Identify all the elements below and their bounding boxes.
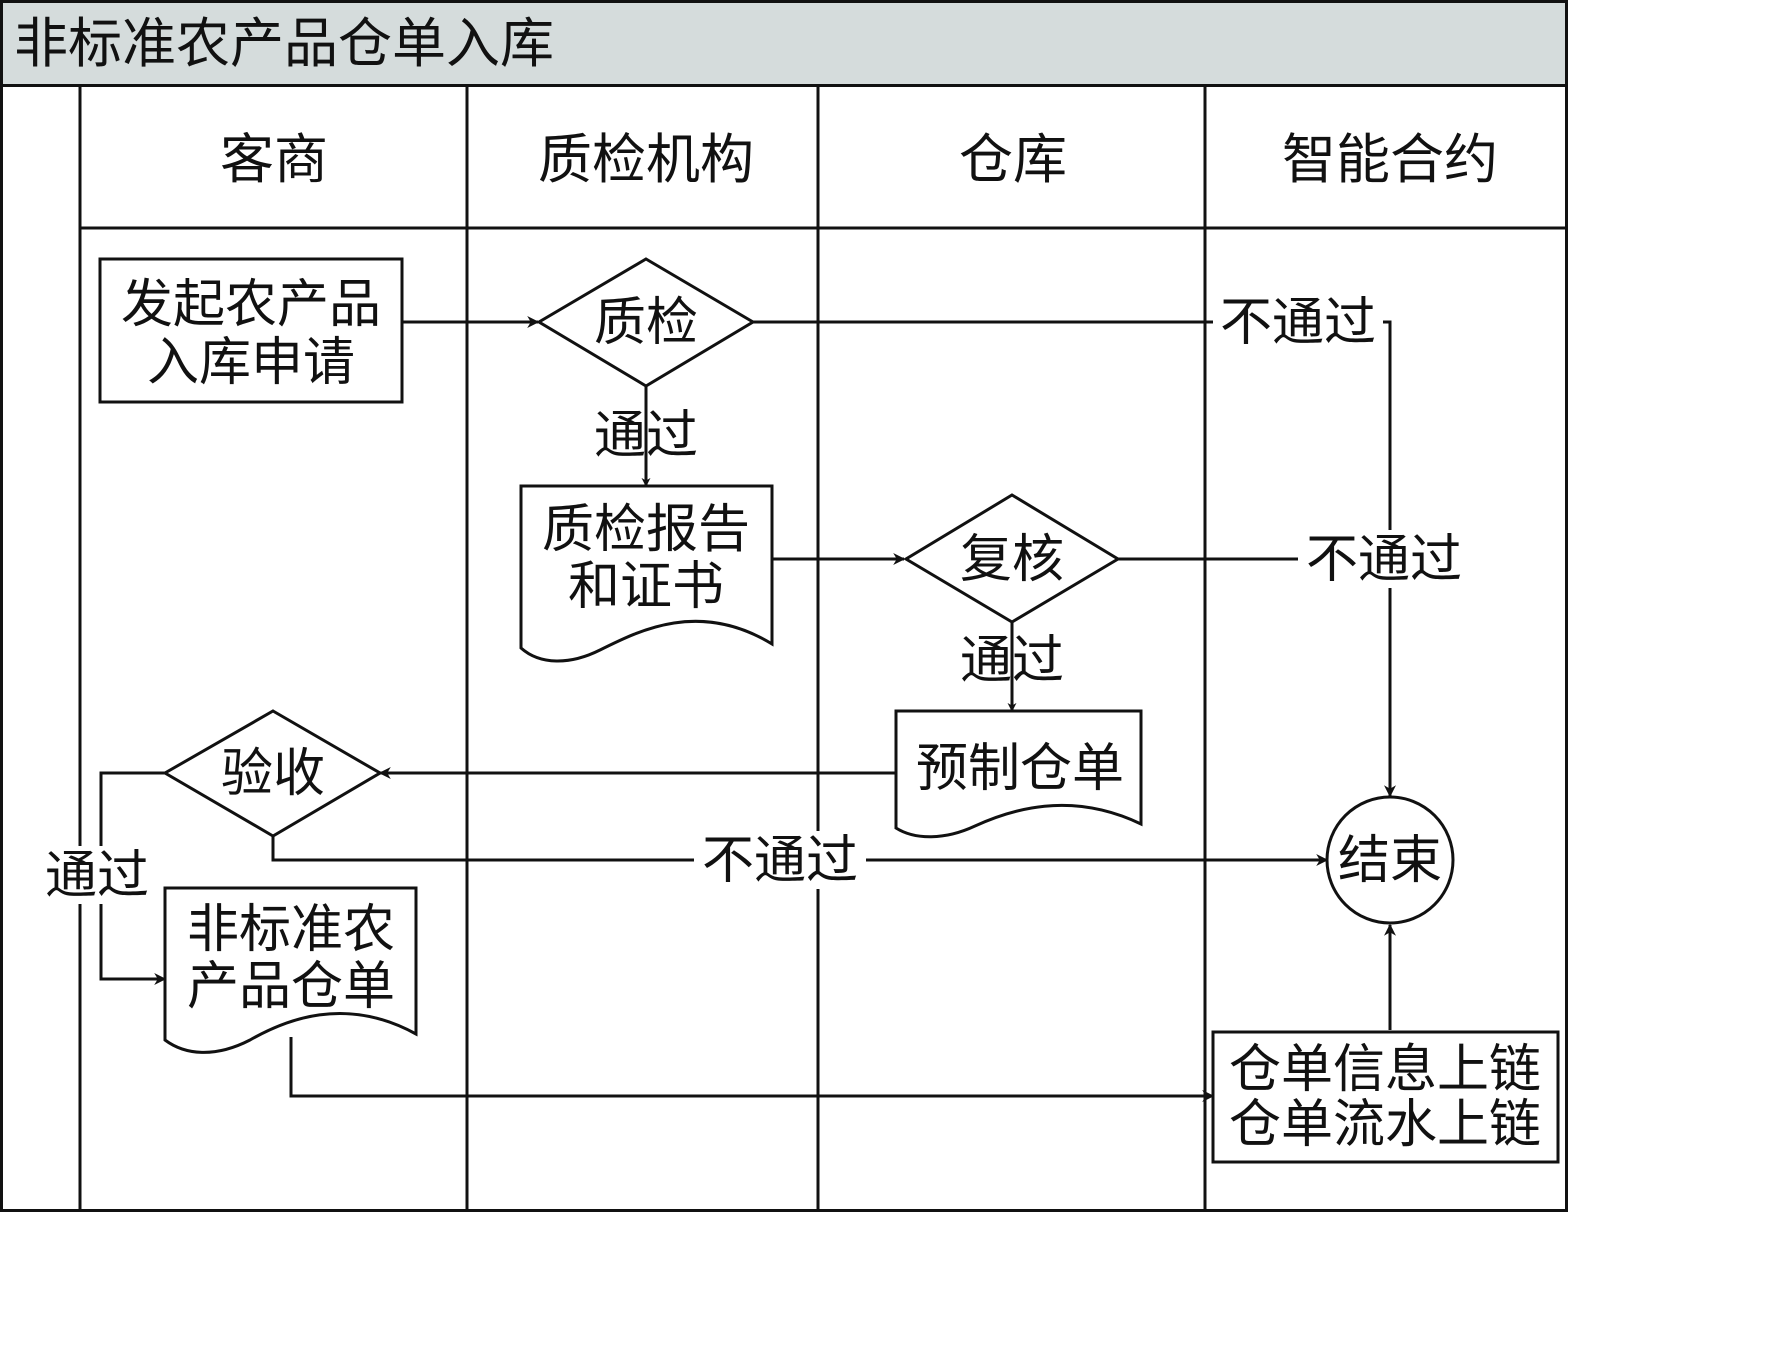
edge-warrant-to-onchain xyxy=(289,1037,1215,1102)
document-shape xyxy=(163,886,418,1054)
label-mask xyxy=(694,831,866,889)
node-recheck: 复核 xyxy=(903,493,1121,624)
node-onchain: 仓单信息上链 仓单流水上链 xyxy=(1211,1030,1560,1164)
document-shape xyxy=(519,484,774,663)
lane-header-warehouse: 仓库 xyxy=(959,128,1067,191)
edge-labels: 不通过 通过 不通过 通过 不通过 通过 xyxy=(40,293,1470,906)
node-accept-label: 验收 xyxy=(221,744,325,804)
node-onchain-line1: 仓单信息上链 xyxy=(1229,1040,1541,1100)
decision-diamond xyxy=(536,257,756,388)
outer-frame xyxy=(0,84,1568,1212)
node-report: 质检报告 和证书 xyxy=(519,484,774,663)
node-end-label: 结束 xyxy=(1338,831,1442,891)
label-qc-pass: 通过 xyxy=(594,406,698,466)
decision-diamond xyxy=(162,709,383,838)
node-qc: 质检 xyxy=(536,257,756,388)
terminal-circle xyxy=(1325,795,1455,925)
label-accept-pass: 通过 xyxy=(45,846,149,906)
node-prewarrant: 预制仓单 xyxy=(894,709,1143,839)
document-shape xyxy=(894,709,1143,839)
node-prewarrant-label: 预制仓单 xyxy=(916,739,1124,799)
node-end: 结束 xyxy=(1325,795,1455,925)
label-mask xyxy=(1213,294,1383,352)
node-warrant-line1: 非标准农 xyxy=(187,900,395,960)
node-onchain-line2: 仓单流水上链 xyxy=(1229,1095,1541,1155)
swimlane-grid xyxy=(78,86,1566,1210)
lane-header-inspection-agency: 质检机构 xyxy=(538,128,754,191)
lane-header-merchant: 客商 xyxy=(220,128,328,191)
label-mask xyxy=(1298,530,1470,588)
node-warrant: 非标准农 产品仓单 xyxy=(163,886,418,1054)
edge-qc-fail xyxy=(752,320,1396,798)
node-report-line2: 和证书 xyxy=(568,557,724,617)
process-box xyxy=(1211,1030,1560,1164)
label-recheck-fail: 不通过 xyxy=(1306,530,1462,590)
diagram-title: 非标准农产品仓单入库 xyxy=(14,12,554,75)
label-recheck-pass: 通过 xyxy=(960,631,1064,691)
node-accept: 验收 xyxy=(162,709,383,838)
decision-diamond xyxy=(903,493,1121,624)
process-box xyxy=(98,257,404,404)
node-apply-line1: 发起农产品 xyxy=(121,275,381,335)
flowchart-svg: 非标准农产品仓单入库 客商 质检机构 仓库 智能合约 xyxy=(0,0,1568,1212)
edge-accept-fail xyxy=(271,836,1329,866)
lane-header-smart-contract: 智能合约 xyxy=(1282,128,1498,191)
connectors xyxy=(99,316,1396,1102)
node-apply-line2: 入库申请 xyxy=(147,333,355,393)
node-recheck-label: 复核 xyxy=(960,530,1064,590)
node-report-line1: 质检报告 xyxy=(542,500,750,560)
diagram-canvas: 非标准农产品仓单入库 客商 质检机构 仓库 智能合约 xyxy=(0,0,1568,1212)
node-warrant-line2: 产品仓单 xyxy=(187,957,395,1017)
label-accept-fail: 不通过 xyxy=(702,831,858,891)
title-bar xyxy=(0,0,1568,87)
node-apply: 发起农产品 入库申请 xyxy=(98,257,404,404)
node-qc-label: 质检 xyxy=(594,293,698,353)
label-qc-fail: 不通过 xyxy=(1220,293,1376,353)
label-mask xyxy=(40,846,155,904)
